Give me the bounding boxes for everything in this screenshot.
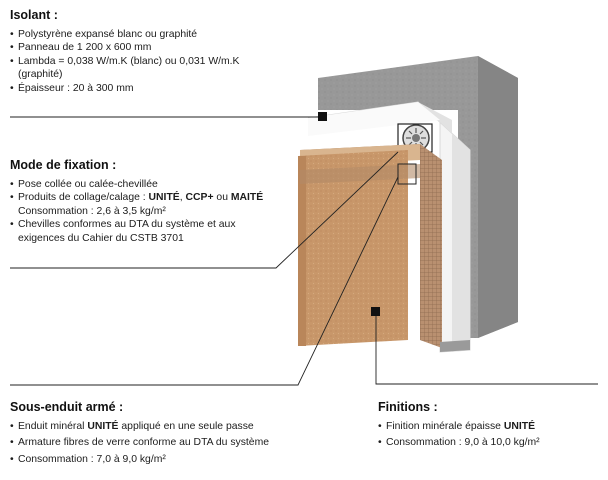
product-sep: ,: [179, 192, 186, 204]
list-item: Produits de collage/calage : UNITÉ, CCP+…: [10, 191, 290, 218]
sous-enduit-section: Sous-enduit armé : Enduit minéral UNITÉ …: [10, 400, 350, 467]
fixation-section: Mode de fixation : Pose collée ou calée-…: [10, 158, 290, 245]
fixation-consumption: Consommation : 2,6 à 3,5 kg/m²: [18, 205, 166, 217]
product-unite: UNITÉ: [503, 421, 536, 432]
finitions-item1-prefix: Finition minérale épaisse: [386, 421, 504, 432]
marker-finitions: [371, 307, 380, 316]
isolant-title: Isolant :: [10, 8, 58, 22]
sous-enduit-item1-suffix: appliqué en une seule passe: [118, 421, 254, 432]
leader-line-finitions: [375, 312, 598, 385]
fixation-list: Pose collée ou calée-chevillée Produits …: [10, 178, 290, 245]
marker-mesh-frame: [397, 163, 417, 185]
leader-line-sous-enduit: [10, 176, 399, 386]
finitions-list: Finition minérale épaisse UNITÉ Consomma…: [378, 420, 598, 450]
list-item: Chevilles conformes au DTA du système et…: [10, 218, 243, 245]
sous-enduit-list: Enduit minéral UNITÉ appliqué en une seu…: [10, 420, 350, 467]
isolant-section: Isolant : Polystyrène expansé blanc ou g…: [10, 8, 300, 95]
base-profile: [440, 340, 470, 352]
finitions-title: Finitions :: [378, 400, 438, 414]
sous-enduit-title: Sous-enduit armé :: [10, 400, 124, 414]
list-item: Panneau de 1 200 x 600 mm: [10, 41, 300, 55]
product-ccp: CCP+: [185, 192, 214, 204]
product-unite: UNITÉ: [148, 192, 180, 204]
list-item: Consommation : 7,0 à 9,0 kg/m²: [10, 453, 350, 467]
list-item: Épaisseur : 20 à 300 mm: [10, 82, 300, 96]
list-item: Pose collée ou calée-chevillée: [10, 178, 290, 192]
isolant-list: Polystyrène expansé blanc ou graphité Pa…: [10, 28, 300, 95]
sous-enduit-item1-prefix: Enduit minéral: [18, 421, 88, 432]
list-item: Polystyrène expansé blanc ou graphité: [10, 28, 300, 42]
anchor-plug-icon: [397, 123, 433, 153]
list-item: Enduit minéral UNITÉ appliqué en une seu…: [10, 420, 350, 434]
product-maite: MAITÉ: [230, 192, 264, 204]
product-sep: ou: [213, 192, 231, 204]
fixation-products-prefix: Produits de collage/calage :: [18, 192, 149, 204]
list-item: Armature fibres de verre conforme au DTA…: [10, 436, 350, 450]
finitions-section: Finitions : Finition minérale épaisse UN…: [378, 400, 598, 450]
fixation-title: Mode de fixation :: [10, 158, 117, 172]
finishing-render: [298, 150, 420, 346]
product-unite: UNITÉ: [87, 421, 119, 432]
list-item: Consommation : 9,0 à 10,0 kg/m²: [378, 436, 598, 450]
list-item: Lambda = 0,038 W/m.K (blanc) ou 0,031 W/…: [10, 55, 280, 82]
list-item: Finition minérale épaisse UNITÉ: [378, 420, 598, 434]
marker-isolant: [318, 112, 327, 121]
leader-line-fixation: [10, 151, 399, 269]
